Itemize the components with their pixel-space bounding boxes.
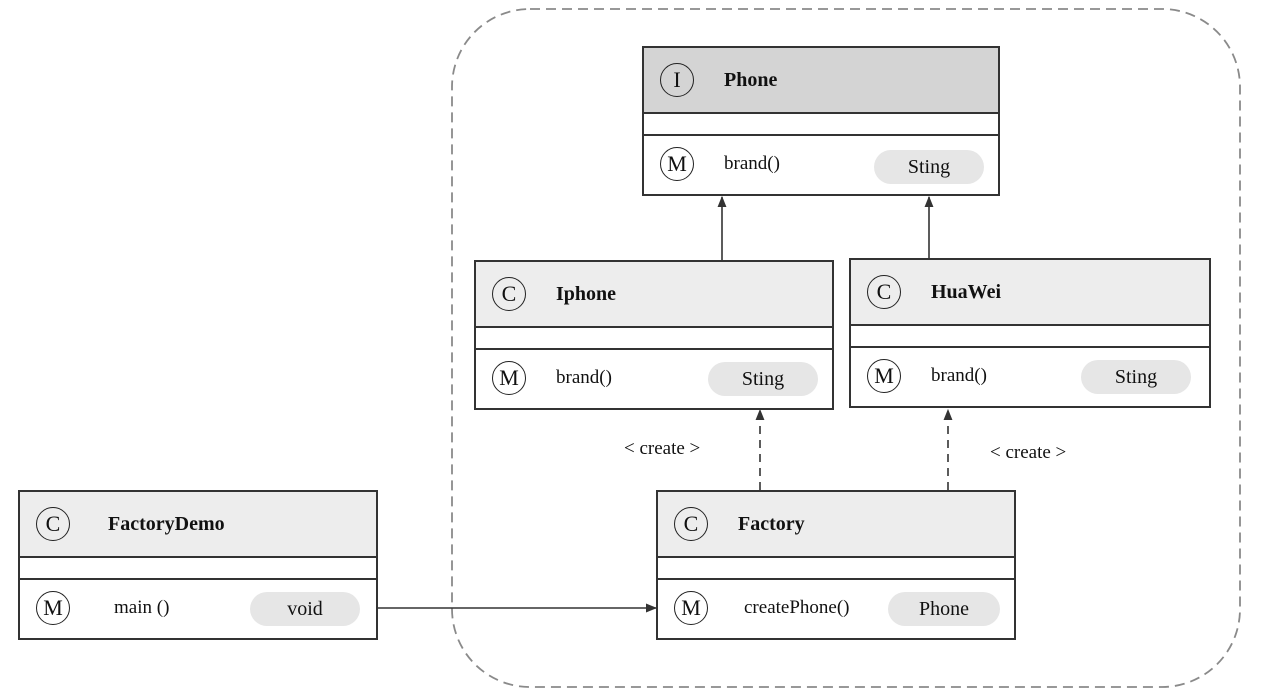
factory-attributes-section xyxy=(658,558,1014,580)
factorydemo-class-box: C FactoryDemo M main () void xyxy=(18,490,378,640)
method-badge-icon: M xyxy=(492,361,526,395)
phone-attributes-section xyxy=(644,114,998,136)
method-badge-icon: M xyxy=(867,359,901,393)
package-boundary xyxy=(451,8,1241,688)
factory-method-name: createPhone() xyxy=(744,597,850,618)
phone-title: Phone xyxy=(724,68,778,91)
factory-title: Factory xyxy=(738,512,805,535)
create-label-right: < create > xyxy=(990,442,1067,463)
iphone-class-box: C Iphone M brand() Sting xyxy=(474,260,834,410)
phone-method-row: M brand() xyxy=(644,136,998,192)
factory-header: C Factory xyxy=(658,492,1014,558)
huawei-header: C HuaWei xyxy=(851,260,1209,326)
iphone-attributes-section xyxy=(476,328,832,350)
phone-header: I Phone xyxy=(644,48,998,114)
class-badge-icon: C xyxy=(867,275,901,309)
method-badge-icon: M xyxy=(660,147,694,181)
factorydemo-header: C FactoryDemo xyxy=(20,492,376,558)
class-badge-icon: C xyxy=(492,277,526,311)
factory-return-type: Phone xyxy=(888,592,1000,626)
factory-method-row: M createPhone() xyxy=(658,580,1014,636)
interface-badge-icon: I xyxy=(660,63,694,97)
method-badge-icon: M xyxy=(674,591,708,625)
iphone-title: Iphone xyxy=(556,282,617,305)
huawei-class-box: C HuaWei M brand() Sting xyxy=(849,258,1211,408)
factorydemo-attributes-section xyxy=(20,558,376,580)
phone-method-name: brand() xyxy=(724,153,780,174)
huawei-method-row: M brand() xyxy=(851,348,1209,404)
factorydemo-title: FactoryDemo xyxy=(108,512,225,535)
method-badge-icon: M xyxy=(36,591,70,625)
iphone-method-name: brand() xyxy=(556,367,612,388)
class-badge-icon: C xyxy=(36,507,70,541)
huawei-attributes-section xyxy=(851,326,1209,348)
iphone-header: C Iphone xyxy=(476,262,832,328)
huawei-return-type: Sting xyxy=(1081,360,1191,394)
phone-interface-box: I Phone M brand() Sting xyxy=(642,46,1000,196)
iphone-return-type: Sting xyxy=(708,362,818,396)
class-badge-icon: C xyxy=(674,507,708,541)
create-label-left: < create > xyxy=(624,438,701,459)
factory-class-box: C Factory M createPhone() Phone xyxy=(656,490,1016,640)
iphone-method-row: M brand() xyxy=(476,350,832,406)
phone-return-type: Sting xyxy=(874,150,984,184)
factorydemo-method-name: main () xyxy=(114,597,170,618)
huawei-title: HuaWei xyxy=(931,280,1002,303)
factorydemo-method-row: M main () xyxy=(20,580,376,636)
factorydemo-return-type: void xyxy=(250,592,360,626)
huawei-method-name: brand() xyxy=(931,365,987,386)
